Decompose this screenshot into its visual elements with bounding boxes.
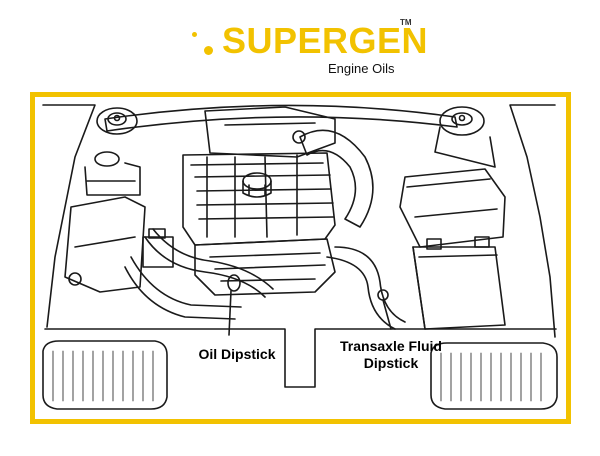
right-fender	[509, 104, 556, 338]
brand-tagline: Engine Oils	[328, 61, 395, 76]
hose-left-loop	[124, 266, 236, 320]
lower-hose-left	[144, 236, 266, 298]
logo-dots-icon	[192, 26, 222, 56]
upper-radiator-hose	[299, 129, 374, 228]
engine-bay-diagram	[42, 104, 558, 410]
left-strut-mount	[96, 107, 138, 135]
engine-valve-cover	[182, 152, 336, 246]
brake-reservoir	[142, 228, 174, 268]
diagram-frame	[30, 92, 571, 424]
strut-brace	[104, 104, 458, 132]
brand-name: SUPERGEN	[222, 20, 429, 61]
left-housing	[64, 196, 146, 293]
left-fender	[42, 104, 96, 328]
left-headlight	[42, 340, 168, 410]
oil-filler-cap	[242, 172, 272, 198]
logo: SUPERGEN TM Engine Oils	[0, 12, 600, 76]
battery	[412, 236, 506, 330]
lower-hose-right	[334, 246, 406, 323]
right-headlight	[430, 342, 558, 410]
logo-dot-small	[192, 32, 197, 37]
right-strut-mount	[434, 106, 496, 168]
front-crossmember	[44, 328, 557, 388]
oil-dipstick-handle	[227, 274, 241, 336]
transaxle-dipstick-label: Transaxle Fluid Dipstick	[340, 338, 442, 371]
logo-dot-large	[204, 46, 213, 55]
oil-dipstick-label: Oil Dipstick	[198, 346, 276, 362]
engine-block-lower	[194, 238, 336, 296]
coolant-reservoir	[84, 151, 141, 196]
air-filter-box	[399, 168, 506, 248]
intake-upper	[204, 106, 336, 158]
transaxle-dipstick-handle	[377, 289, 392, 330]
trademark-symbol: TM	[400, 18, 412, 27]
